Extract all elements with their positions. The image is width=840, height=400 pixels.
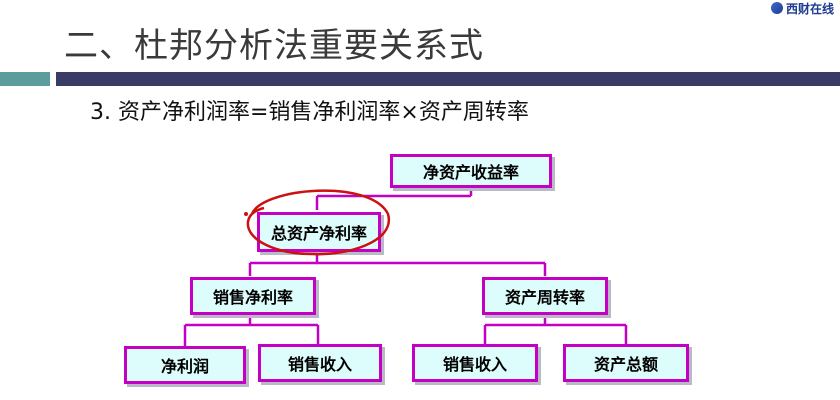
node-asset-turnover-label: 资产周转率 <box>504 288 585 307</box>
node-net-margin: 销售净利率 <box>190 277 316 315</box>
node-total-assets: 资产总额 <box>563 344 689 382</box>
node-roa: 总资产净利率 <box>257 212 381 252</box>
node-sales-revenue-right-label: 销售收入 <box>442 355 507 374</box>
page-title: 二、杜邦分析法重要关系式 <box>64 26 484 66</box>
node-asset-turnover: 资产周转率 <box>482 277 608 315</box>
title-band-accent <box>0 72 50 86</box>
node-net-profit-label: 净利润 <box>160 357 209 376</box>
brand-logo: 西财在线 <box>770 0 834 16</box>
logo-icon <box>770 2 783 14</box>
highlight-circle <box>246 189 391 256</box>
node-net-profit: 净利润 <box>124 346 246 384</box>
title-band <box>56 72 840 86</box>
logo-text: 西财在线 <box>785 1 834 16</box>
node-sales-revenue-left: 销售收入 <box>258 344 382 382</box>
annotation-dot <box>244 212 248 216</box>
node-roe: 净资产收益率 <box>390 154 552 188</box>
node-roe-label: 净资产收益率 <box>422 163 519 182</box>
formula-subtitle: 3. 资产净利润率=销售净利润率×资产周转率 <box>90 100 529 125</box>
node-roa-label: 总资产净利率 <box>270 224 367 243</box>
node-net-margin-label: 销售净利率 <box>212 288 293 307</box>
node-total-assets-label: 资产总额 <box>593 355 658 374</box>
node-sales-revenue-left-label: 销售收入 <box>287 355 352 374</box>
node-sales-revenue-right: 销售收入 <box>412 344 538 382</box>
